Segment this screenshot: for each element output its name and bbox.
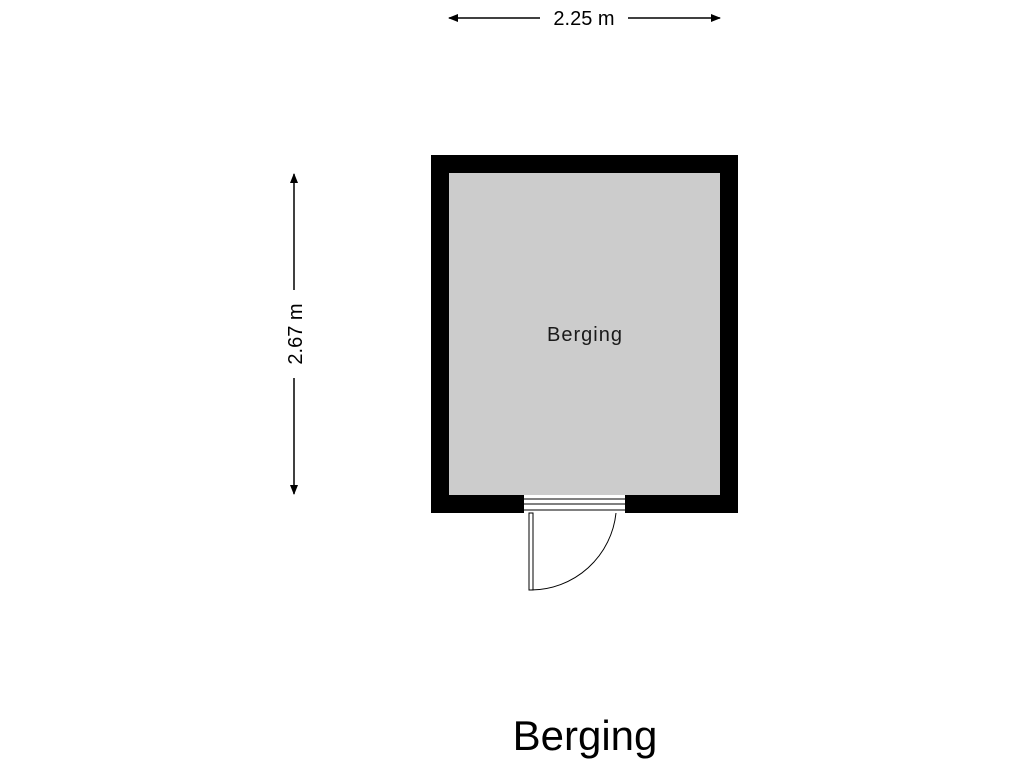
plan-title: Berging	[513, 712, 658, 759]
door-leaf	[528, 512, 534, 591]
room-berging: Berging	[431, 155, 738, 591]
height-dimension: 2.67 m	[285, 173, 307, 495]
room-label: Berging	[547, 324, 623, 346]
room-floor	[449, 173, 720, 495]
door-swing-arc	[530, 512, 617, 591]
height-dimension-label: 2.67 m	[285, 303, 307, 364]
width-dimension-label: 2.25 m	[553, 8, 614, 30]
width-dimension: 2.25 m	[448, 8, 721, 30]
